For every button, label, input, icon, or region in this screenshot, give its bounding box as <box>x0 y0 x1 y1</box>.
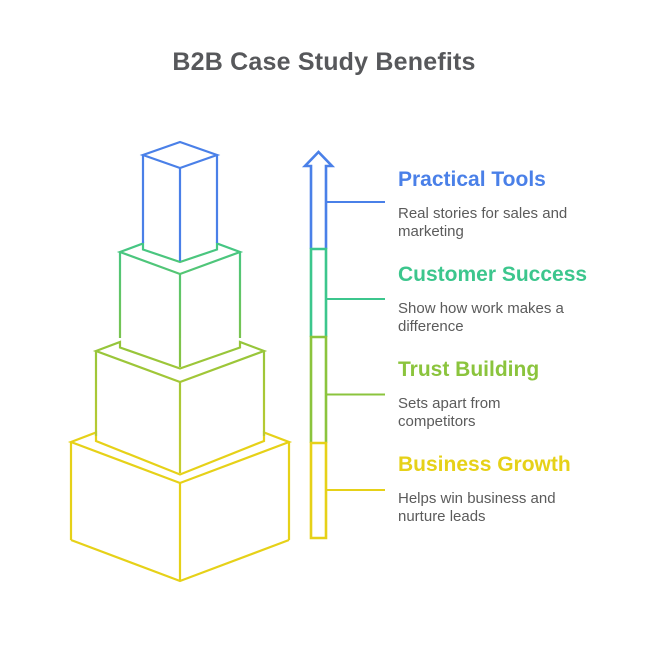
section-heading: Customer Success <box>398 263 588 286</box>
arrow-segment-business-growth <box>309 441 328 540</box>
box-practical-tools <box>139 140 221 261</box>
box-top-face <box>92 340 268 384</box>
section-heading: Business Growth <box>398 453 571 476</box>
section-heading: Practical Tools <box>398 168 546 191</box>
box-customer-success <box>116 241 244 367</box>
box-trust-building <box>92 340 268 473</box>
section-body-line: Sets apart from <box>398 395 501 412</box>
section-body-line: marketing <box>398 223 464 240</box>
section-body: Sets apart from competitors <box>398 395 593 431</box>
arrow-segment-customer-success <box>309 247 328 337</box>
box-edges <box>141 155 219 261</box>
arrow-segment-trust-building <box>309 335 328 443</box>
growth-arrow <box>301 150 336 540</box>
section-practical-tools: Practical Tools Real stories for sales a… <box>398 166 593 241</box>
box-edges <box>94 351 266 473</box>
section-trust-building: Trust Building Sets apart from competito… <box>398 356 593 431</box>
section-body-line: difference <box>398 318 464 335</box>
section-body-line: nurture leads <box>398 508 486 525</box>
section-body: Real stories for sales and marketing <box>398 205 593 241</box>
section-body: Helps win business and nurture leads <box>398 490 593 526</box>
section-business-growth: Business Growth Helps win business and n… <box>398 451 593 526</box>
box-edges <box>69 442 291 583</box>
section-body-line: competitors <box>398 413 476 430</box>
section-heading: Trust Building <box>398 358 540 381</box>
section-customer-success: Customer Success Show how work makes a d… <box>398 261 593 336</box>
section-body-line: Helps win business and <box>398 490 556 507</box>
page-title: B2B Case Study Benefits <box>172 48 476 76</box>
connectors <box>326 201 385 491</box>
section-body: Show how work makes a difference <box>398 300 593 336</box>
section-body-line: Real stories for sales and <box>398 205 568 222</box>
section-body-line: Show how work makes a <box>398 300 564 317</box>
arrow-up-icon <box>301 150 336 249</box>
box-edges <box>118 252 242 367</box>
box-top-face <box>116 241 244 276</box>
